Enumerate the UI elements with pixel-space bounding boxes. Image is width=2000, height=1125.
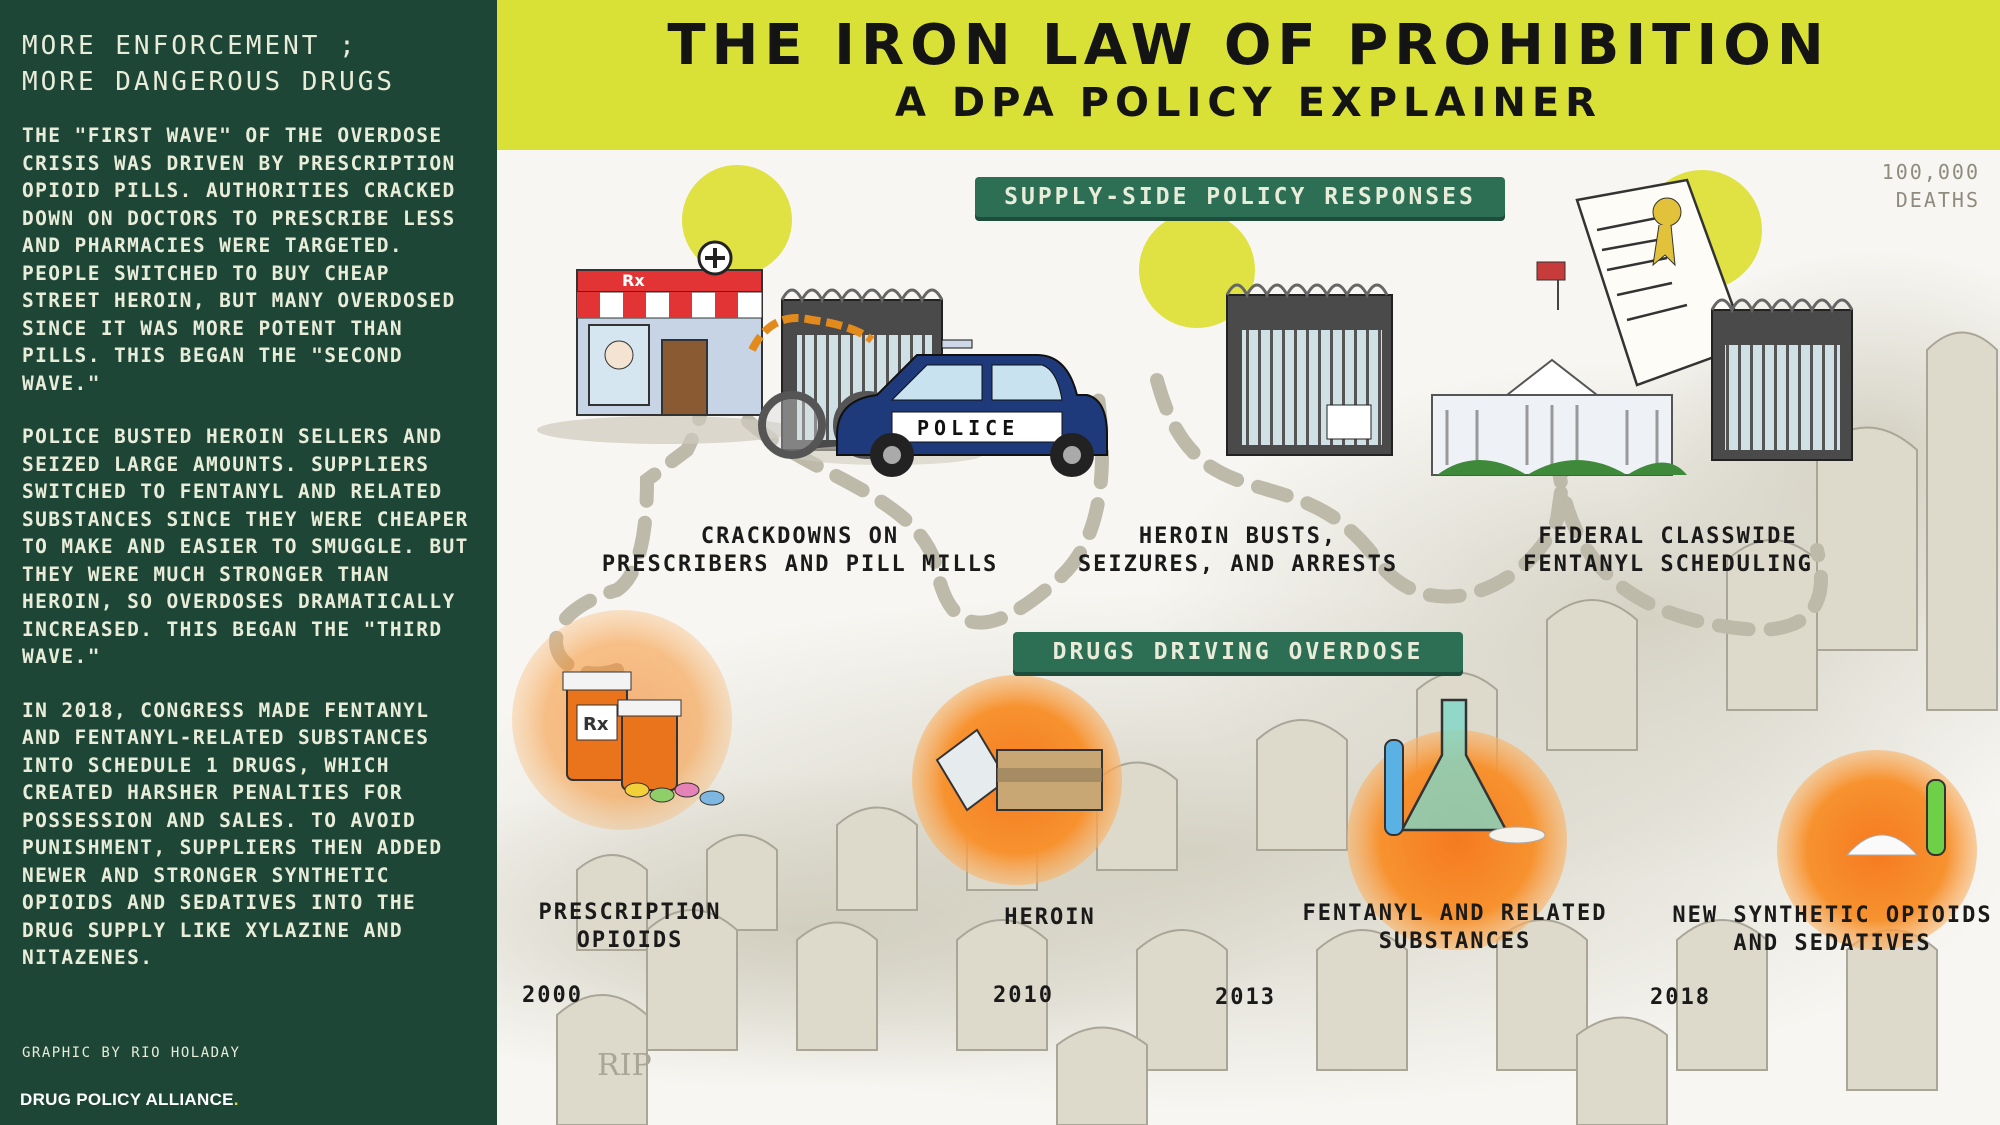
police-car-icon: POLICE <box>836 339 1108 477</box>
sidebar-title-line1: MORE ENFORCEMENT ; <box>22 31 358 61</box>
supply-item-heroin-busts-line1: HEROIN BUSTS, <box>1138 524 1338 549</box>
drug-item-prescription-opioids-line2: OPIOIDS <box>576 928 684 953</box>
year-2010: 2010 <box>993 983 1054 1008</box>
year-2018: 2018 <box>1650 985 1711 1010</box>
drug-item-new-synthetics: NEW SYNTHETIC OPIOIDS AND SEDATIVES <box>1665 902 2000 958</box>
illustration: RIP Rx POLICE <box>497 165 2000 1125</box>
drug-item-heroin: HEROIN <box>960 904 1140 932</box>
jail-icon-3 <box>1710 298 1854 461</box>
header-banner: THE IRON LAW OF PROHIBITION A DPA POLICY… <box>497 0 2000 150</box>
pill-bottle-icon: Rx <box>562 671 725 806</box>
sidebar-paragraph-first-wave: THE "FIRST WAVE" OF THE OVERDOSE CRISIS … <box>22 124 456 395</box>
sidebar-paragraph-scheduling: IN 2018, CONGRESS MADE FENTANYL AND FENT… <box>22 698 443 970</box>
dpa-logo: DRUG POLICY ALLIANCE. <box>20 1090 239 1110</box>
deaths-label: DEATHS <box>1895 188 1980 212</box>
supply-side-heading: SUPPLY-SIDE POLICY RESPONSES <box>975 177 1505 217</box>
tombstones <box>556 331 1998 1125</box>
drug-item-heroin-line1: HEROIN <box>1004 905 1096 930</box>
test-tube-icon <box>1845 779 1946 856</box>
drug-item-fentanyl: FENTANYL AND RELATED SUBSTANCES <box>1290 900 1620 956</box>
law-document-icon <box>1575 178 1749 387</box>
drug-item-fentanyl-line2: SUBSTANCES <box>1378 929 1532 954</box>
drugs-heading: DRUGS DRIVING OVERDOSE <box>1013 632 1463 672</box>
drug-item-fentanyl-line1: FENTANYL AND RELATED <box>1302 901 1608 926</box>
graphic-credit: GRAPHIC BY RIO HOLADAY <box>22 1045 241 1061</box>
supply-item-fentanyl-scheduling-line2: FENTANYL SCHEDULING <box>1523 552 1813 577</box>
page-subtitle: A DPA POLICY EXPLAINER <box>895 80 1602 126</box>
deaths-count: 100,000 <box>1881 160 1980 184</box>
supply-item-prescribers-line2: PRESCRIBERS AND PILL MILLS <box>601 552 999 577</box>
year-2013: 2013 <box>1215 985 1276 1010</box>
police-car-text: POLICE <box>917 416 1019 440</box>
white-house-icon <box>1431 261 1687 476</box>
deaths-annotation: 100,000 DEATHS <box>1850 158 1980 214</box>
sidebar-paragraph-third-wave: POLICE BUSTED HEROIN SELLERS AND SEIZED … <box>22 425 469 668</box>
dpa-logo-text: DRUG POLICY ALLIANCE <box>20 1090 234 1109</box>
supply-item-fentanyl-scheduling: FEDERAL CLASSWIDE FENTANYL SCHEDULING <box>1478 523 1858 579</box>
supply-item-prescribers-line1: CRACKDOWNS ON <box>700 524 900 549</box>
explainer-sidebar: MORE ENFORCEMENT ; MORE DANGEROUS DRUGS … <box>0 0 497 1125</box>
pharmacy-icon: Rx <box>537 240 797 444</box>
sidebar-title: MORE ENFORCEMENT ; MORE DANGEROUS DRUGS <box>22 28 477 100</box>
drug-item-prescription-opioids: PRESCRIPTION OPIOIDS <box>520 899 740 955</box>
supply-item-prescribers: CRACKDOWNS ON PRESCRIBERS AND PILL MILLS <box>600 523 1000 579</box>
supply-item-heroin-busts-line2: SEIZURES, AND ARRESTS <box>1077 552 1399 577</box>
page-title: THE IRON LAW OF PROHIBITION <box>667 13 1830 78</box>
year-2000: 2000 <box>522 983 583 1008</box>
sidebar-title-line2: MORE DANGEROUS DRUGS <box>22 67 396 97</box>
supply-item-fentanyl-scheduling-line1: FEDERAL CLASSWIDE <box>1538 524 1798 549</box>
dpa-logo-dot: . <box>233 1090 239 1109</box>
jail-icon-2 <box>1225 283 1393 456</box>
supply-item-heroin-busts: HEROIN BUSTS, SEIZURES, AND ARRESTS <box>1058 523 1418 579</box>
heroin-bag-icon <box>935 728 1103 812</box>
pill-bottle-text: Rx <box>583 714 609 735</box>
tombstone-icon: RIP <box>597 1048 652 1083</box>
drug-item-prescription-opioids-line1: PRESCRIPTION <box>538 900 722 925</box>
pharmacy-sign-text: Rx <box>622 271 645 290</box>
lab-flask-icon <box>1384 698 1546 844</box>
drug-item-new-synthetics-line1: NEW SYNTHETIC OPIOIDS <box>1672 903 1993 928</box>
drug-item-new-synthetics-line2: AND SEDATIVES <box>1733 931 1932 956</box>
